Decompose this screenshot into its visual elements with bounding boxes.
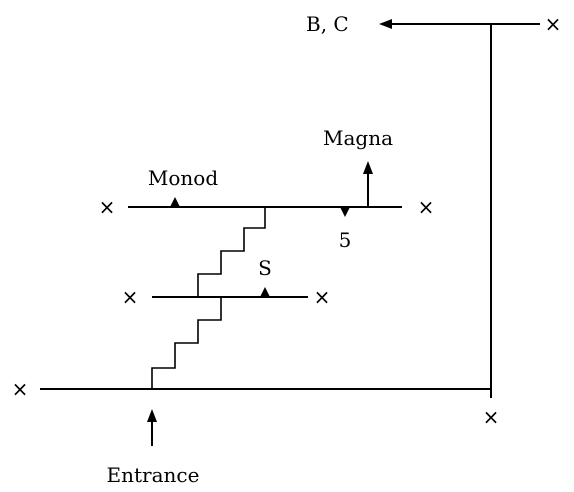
monod-label: Monod [148,166,218,190]
dead-end-upper-right: × [418,195,435,219]
dead-end-upper-left: × [99,195,116,219]
magna-arrowhead [363,161,373,174]
five-label: 5 [339,228,352,252]
dead-end-middle-right: × [314,285,331,309]
dead-end-bottom-left: × [12,377,29,401]
bc-label: B, C [306,12,349,36]
bc-arrowhead [379,19,392,29]
lower-staircase [151,297,222,389]
dead-end-middle-left: × [122,285,139,309]
s-label: S [258,256,272,280]
dead-ends: × × × × × × × [12,12,562,429]
dead-end-bottom-right: × [483,405,500,429]
upper-staircase [197,207,266,297]
staircases [151,207,266,389]
entrance-arrowhead [147,409,157,422]
magna-label: Magna [323,126,393,150]
labels: B, C Magna Monod 5 S Entrance [107,12,394,487]
s-marker [260,287,270,297]
arrows [147,19,392,446]
five-marker [340,207,350,217]
monod-marker [170,197,180,207]
entrance-label: Entrance [107,463,200,487]
dead-end-top-right: × [545,12,562,36]
